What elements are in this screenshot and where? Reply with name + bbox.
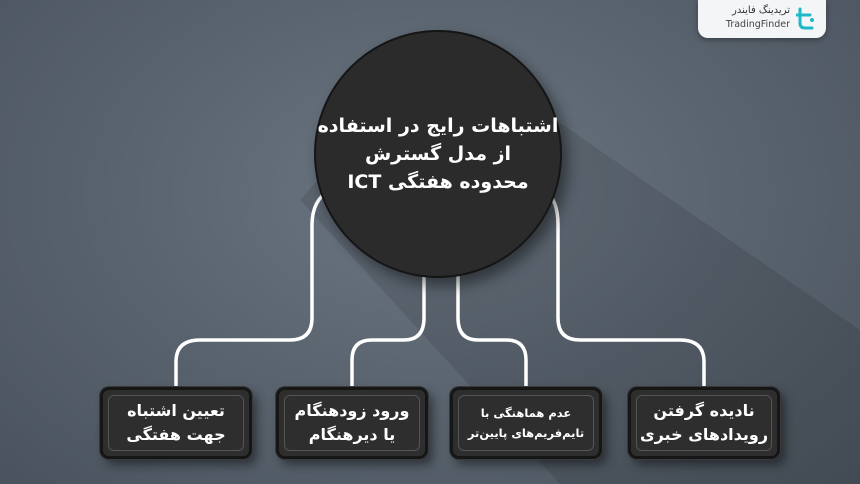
node-label: عدم هماهنگی با تایم‌فریم‌های پایین‌تر (468, 403, 584, 443)
node-label-line-2: رویدادهای خبری (639, 425, 769, 444)
connector-4 (543, 188, 706, 389)
central-title-line-2: از مدل گسترش (364, 143, 512, 165)
node-early-or-late-entry: ورود زودهنگام یا دیرهنگام (276, 387, 428, 459)
brand-logo[interactable]: تریدینگ فایندر TradingFinder (698, 0, 826, 38)
node-label-line-2: جهت هفتگی (126, 425, 226, 444)
node-label-line-2: تایم‌فریم‌های پایین‌تر (467, 426, 585, 440)
node-label-line-1: عدم هماهنگی با (480, 406, 572, 420)
node-inner-border (284, 395, 420, 451)
node-inner-border (636, 395, 772, 451)
connector-3 (456, 266, 528, 389)
connector-2 (350, 266, 426, 389)
node-label: نادیده گرفتن رویدادهای خبری (640, 399, 768, 447)
node-label: ورود زودهنگام یا دیرهنگام (295, 399, 410, 447)
connector-1 (174, 188, 332, 389)
node-label-line-2: یا دیرهنگام (308, 425, 396, 444)
node-wrong-weekly-direction: تعیین اشتباه جهت هفتگی (100, 387, 252, 459)
node-lower-timeframe-mismatch: عدم هماهنگی با تایم‌فریم‌های پایین‌تر (450, 387, 602, 459)
central-title-line-1: اشتباهات رایج در استفاده (317, 115, 559, 137)
node-inner-border (458, 395, 594, 451)
node-label: تعیین اشتباه جهت هفتگی (126, 399, 225, 447)
central-node-title: اشتباهات رایج در استفاده از مدل گسترش مح… (316, 112, 560, 196)
brand-name-fa: تریدینگ فایندر (732, 5, 790, 16)
node-label-line-1: تعیین اشتباه (127, 401, 225, 420)
node-label-line-1: نادیده گرفتن (653, 401, 755, 420)
central-node: اشتباهات رایج در استفاده از مدل گسترش مح… (314, 30, 562, 278)
brand-name-en: TradingFinder (725, 19, 790, 30)
node-inner-border (108, 395, 244, 451)
central-title-line-3: محدوده هفتگی ICT (347, 171, 529, 193)
node-ignoring-news-events: نادیده گرفتن رویدادهای خبری (628, 387, 780, 459)
tradingfinder-logo-icon (796, 7, 814, 30)
node-label-line-1: ورود زودهنگام (294, 401, 410, 420)
